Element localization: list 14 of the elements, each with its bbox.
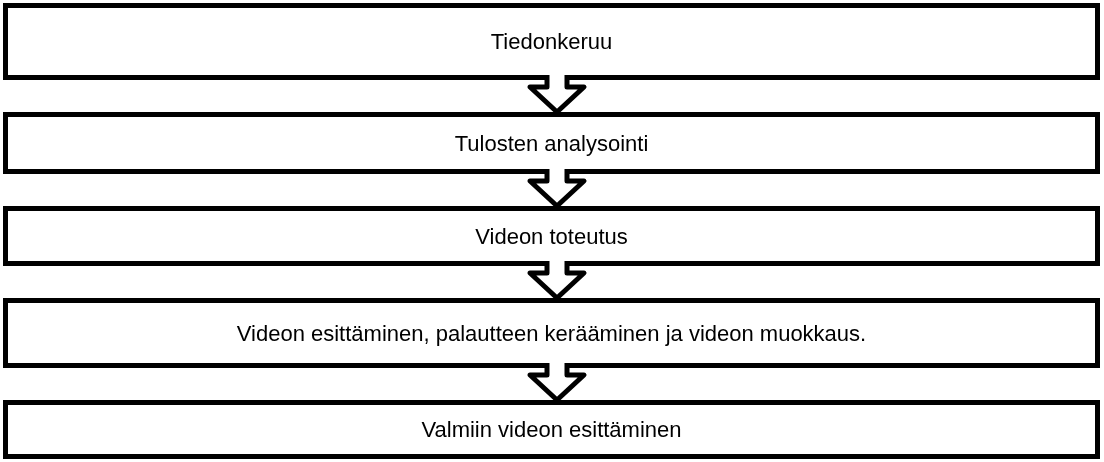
process-box [3,112,1100,174]
process-box [3,206,1100,266]
process-box [3,400,1100,459]
step-label: Tiedonkeruu [490,28,613,56]
block-arrow [527,72,587,115]
process-box [3,3,1100,80]
step-label: Videon esittäminen, palautteen kerääminen ja videon muokkaus. [236,319,867,348]
step-label: Tulosten analysointi [454,129,649,158]
step-label: Valmiin videon esittäminen [421,416,682,444]
block-arrow [527,166,587,209]
block-arrow [527,360,587,403]
step-label: Videon toteutus [475,222,628,251]
block-arrow [527,258,587,301]
process-box [3,298,1100,368]
